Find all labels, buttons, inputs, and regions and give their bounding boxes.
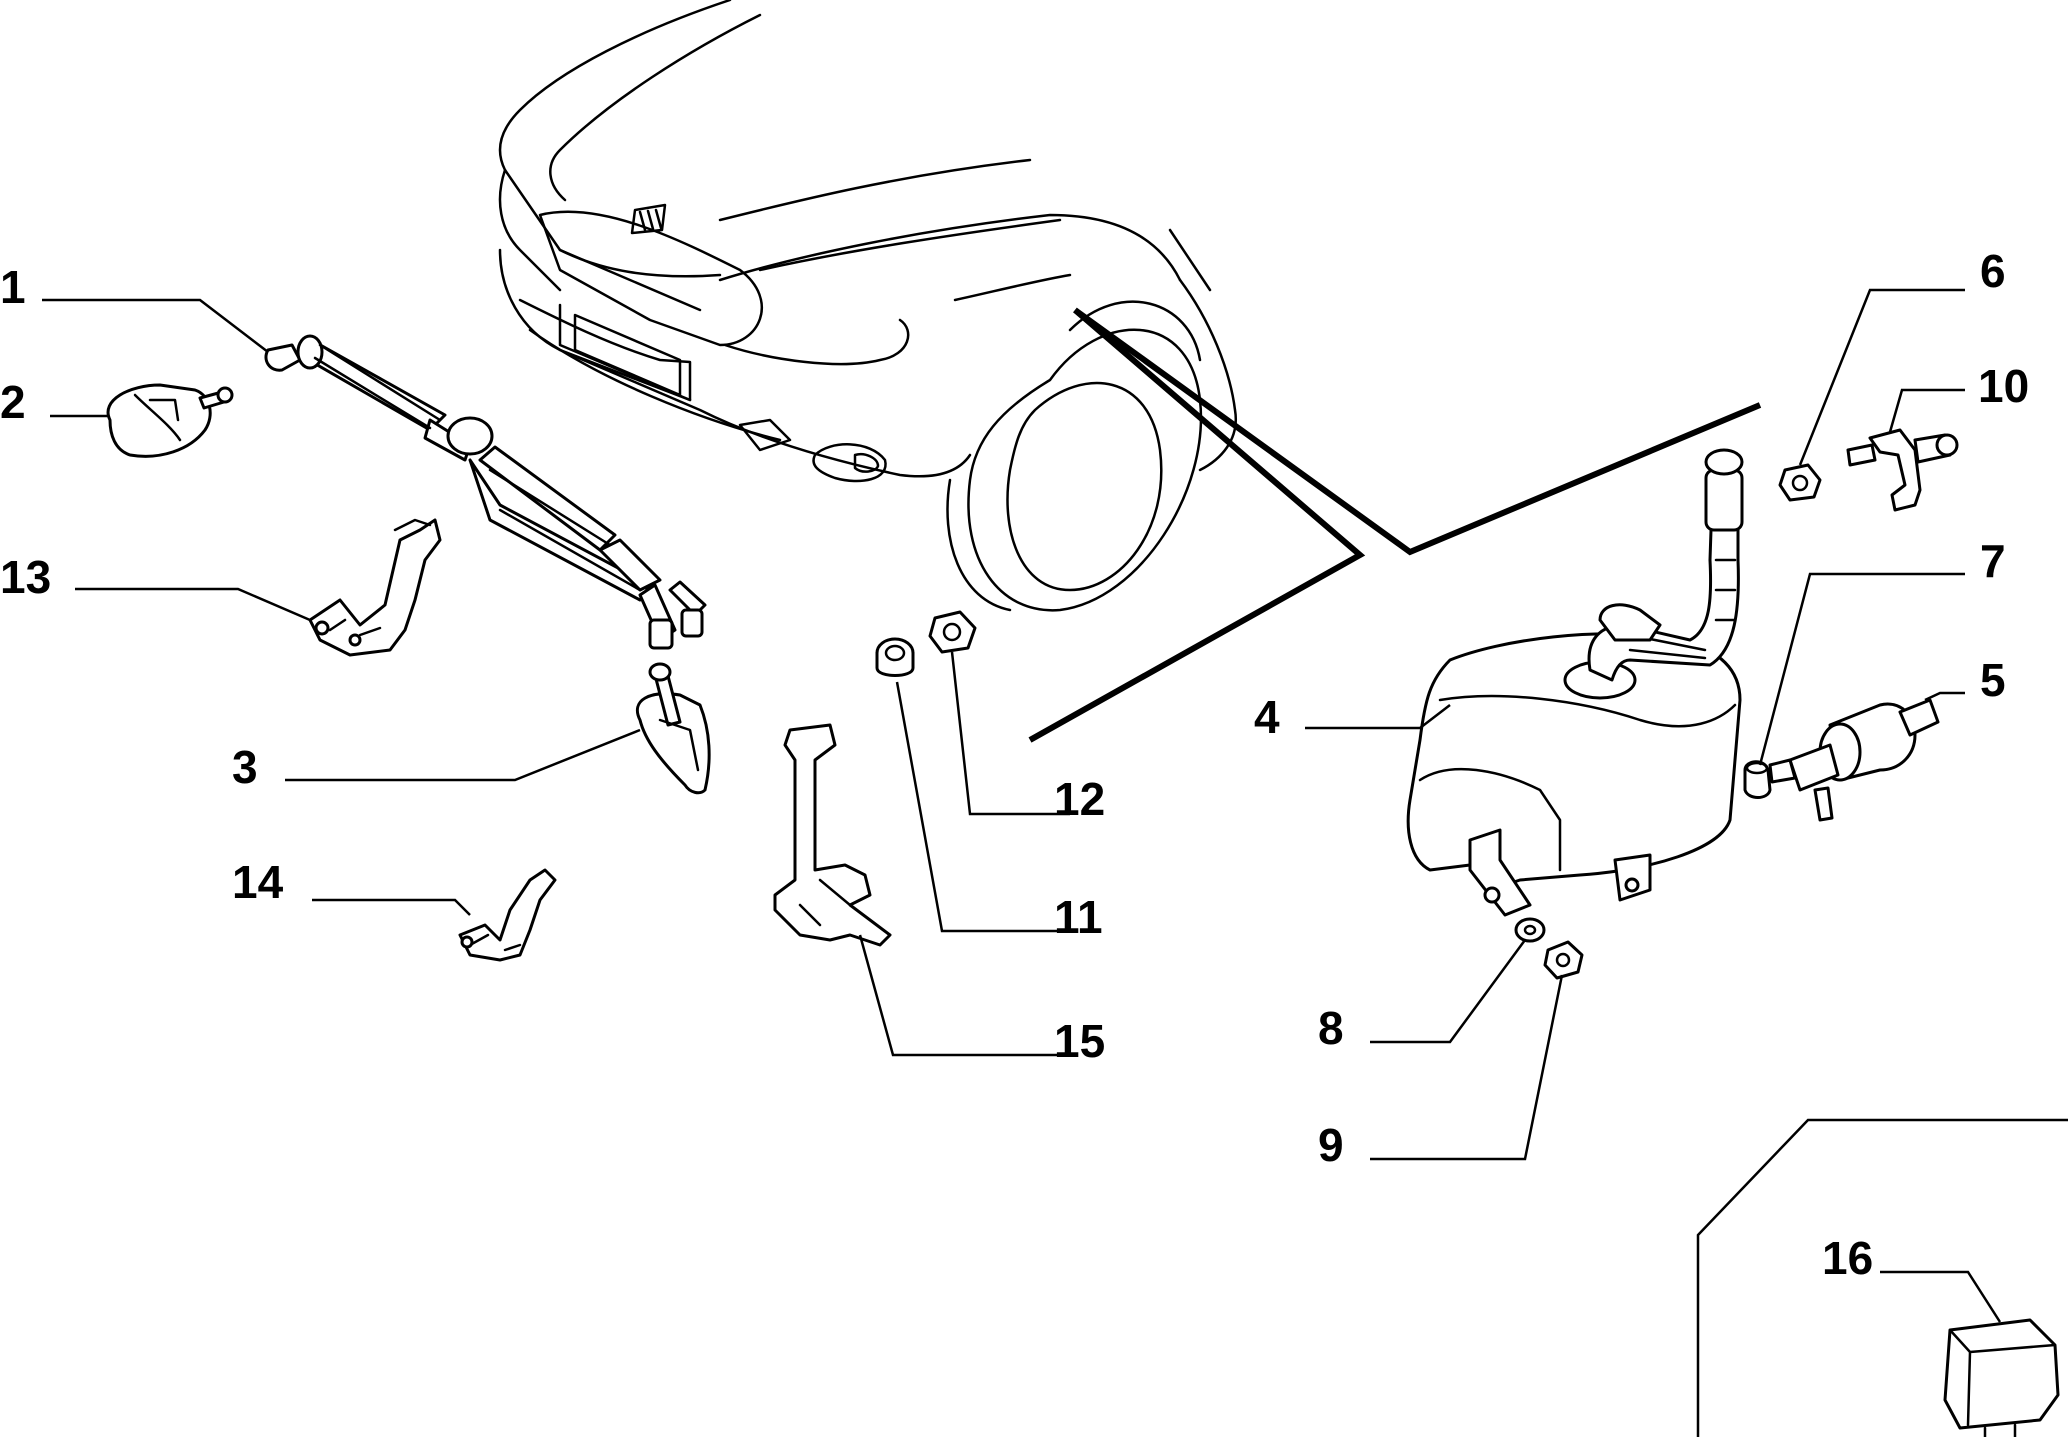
- callout-7: 7: [1980, 535, 2006, 587]
- nut-part-12: [928, 610, 977, 654]
- washer-hose-assembly: [264, 334, 707, 650]
- leader-8: [1370, 939, 1527, 1044]
- washer-pump: [1768, 698, 1940, 822]
- clip-part-14: [458, 868, 557, 962]
- bracket-part-13: [308, 518, 442, 657]
- bracket-part-15: [773, 723, 892, 947]
- callout-14: 14: [232, 856, 284, 908]
- leader-16: [1880, 1270, 2002, 1323]
- callout-9: 9: [1318, 1119, 1344, 1171]
- callout-15: 15: [1054, 1015, 1105, 1067]
- callout-12: 12: [1054, 773, 1105, 825]
- leader-10: [1888, 388, 1965, 433]
- callout-13: 13: [0, 551, 51, 603]
- valve-part-10: [1846, 428, 1959, 512]
- grommet-part-7: [1743, 760, 1772, 799]
- leader-1: [42, 298, 269, 353]
- callout-8: 8: [1318, 1002, 1344, 1054]
- leader-13: [75, 587, 311, 622]
- callout-16: 16: [1822, 1232, 1873, 1284]
- leader-9: [1370, 974, 1564, 1161]
- leader-11: [895, 681, 1070, 933]
- washer-fluid-reservoir: [1406, 448, 1744, 917]
- callout-2: 2: [0, 376, 26, 428]
- callout-6: 6: [1980, 245, 2006, 297]
- callout-labels: 1 2 3 4 5 6 7 8 9 10 11 12 13 14 15 16: [0, 245, 2029, 1284]
- leader-lines: [42, 288, 2002, 1323]
- leader-6: [1798, 288, 1965, 466]
- leader-14: [312, 898, 471, 916]
- leader-4: [1305, 704, 1451, 730]
- leader-12: [950, 651, 1070, 816]
- nozzle-part-2: [106, 383, 234, 458]
- relay-unit: [1696, 1118, 2068, 1437]
- leader-15: [858, 934, 1070, 1057]
- leader-7: [1758, 572, 1965, 766]
- nut-part-6: [1778, 463, 1822, 502]
- nozzle-part-3: [636, 662, 711, 795]
- callout-3: 3: [232, 741, 258, 793]
- leader-3: [285, 728, 641, 782]
- leader-5: [1924, 691, 1965, 702]
- washer-part-8: [1514, 917, 1546, 943]
- spacer-part-11: [875, 637, 915, 677]
- callout-11: 11: [1054, 891, 1103, 943]
- callout-1: 1: [0, 261, 26, 313]
- callout-5: 5: [1980, 654, 2006, 706]
- callout-10: 10: [1978, 360, 2029, 412]
- nut-part-9: [1543, 940, 1584, 980]
- car-front-drawing: [498, 0, 1762, 743]
- callout-4: 4: [1254, 691, 1280, 743]
